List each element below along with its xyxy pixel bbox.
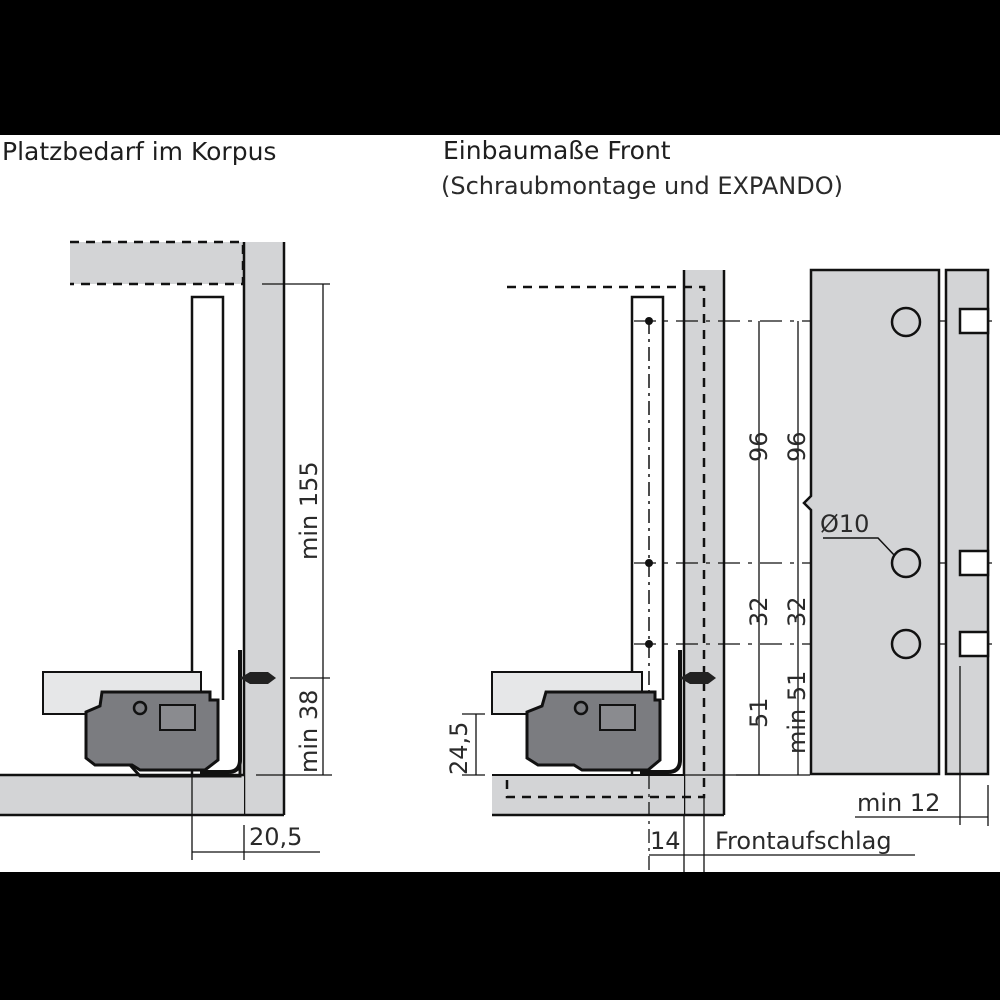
dim-96-a: 96	[745, 431, 773, 462]
dim-min-12: min 12	[857, 789, 940, 817]
dim-32-a: 32	[745, 596, 773, 627]
right-diagram: 96 96 32 32 51 min 51 24,5 Ø10	[445, 268, 1000, 872]
expando-dowel-1	[958, 307, 990, 335]
bore-hole-3	[890, 628, 922, 660]
bottom-panel	[0, 775, 244, 815]
left-diagram-title: Platzbedarf im Korpus	[2, 137, 277, 166]
right-diagram-title: Einbaumaße Front	[443, 136, 671, 165]
left-diagram: min 155 min 38 20,5	[0, 240, 332, 860]
bottom-black-bar	[0, 872, 1000, 1000]
dim-diameter-10: Ø10	[820, 510, 869, 538]
runner-mechanism	[84, 650, 242, 778]
dim-min-155: min 155	[295, 461, 323, 560]
bore-hole-1	[890, 306, 922, 338]
dim-min-38: min 38	[295, 690, 323, 773]
screw-icon	[240, 672, 276, 684]
expando-dowel-2	[958, 549, 990, 577]
dim-32-b: 32	[783, 596, 811, 627]
right-diagram-subtitle: (Schraubmontage und EXPANDO)	[441, 172, 843, 200]
side-wall-panel	[244, 242, 284, 815]
dim-min-51: min 51	[783, 671, 811, 754]
top-shelf-panel	[70, 242, 243, 284]
drawer-side-profile	[190, 295, 225, 775]
bore-hole-2	[890, 547, 922, 579]
front-panel-side	[944, 268, 990, 776]
dim-96-b: 96	[783, 431, 811, 462]
dim-51: 51	[745, 697, 773, 728]
expando-dowel-3	[958, 630, 990, 658]
label-frontaufschlag: Frontaufschlag	[715, 827, 892, 855]
right-runner-mechanism	[525, 650, 682, 774]
dim-20-5: 20,5	[249, 823, 302, 851]
top-black-bar	[0, 0, 1000, 135]
dim-24-5: 24,5	[445, 722, 473, 775]
right-screw-icon	[680, 672, 716, 684]
right-drawer-side	[630, 295, 665, 775]
dim-14: 14	[650, 827, 681, 855]
